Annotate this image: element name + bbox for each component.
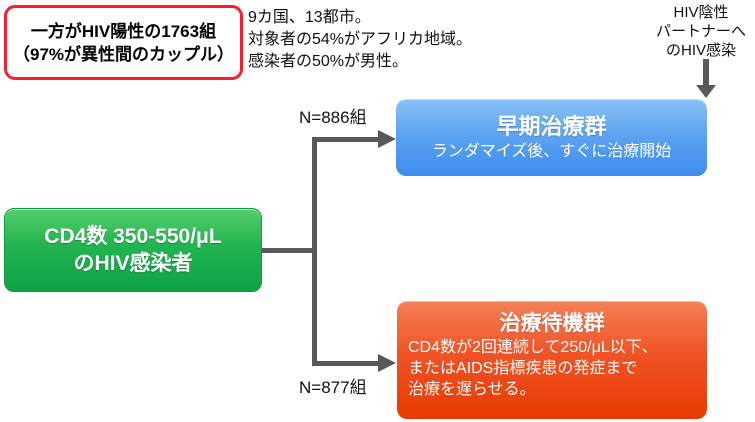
study-note-line2: 対象者の54%がアフリカ地域。 <box>248 31 473 48</box>
connector-deferred-horizontal <box>312 361 380 366</box>
connector-source-horizontal <box>258 248 317 253</box>
down-arrow-icon <box>703 59 709 86</box>
deferred-treatment-body1: CD4数が2回連続して250/μL以下、 <box>408 339 658 356</box>
arrow-right-deferred-icon <box>378 354 396 372</box>
connector-early-horizontal <box>312 137 380 142</box>
source-box-line1: CD4数 350-550/μL <box>44 225 222 248</box>
deferred-treatment-body3: 治療を遅らせる。 <box>408 381 536 398</box>
couples-info-box: 一方がHIV陽性の1763組 （97%が異性間のカップル） <box>4 5 243 80</box>
transmission-label: HIV陰性 パートナーへ のHIV感染 <box>645 3 755 60</box>
source-population-box: CD4数 350-550/μL のHIV感染者 <box>4 208 262 292</box>
source-box-line2: のHIV感染者 <box>73 252 193 275</box>
deferred-treatment-title: 治療待機群 <box>499 312 605 335</box>
early-treatment-subtitle: ランダマイズ後、すぐに治療開始 <box>431 142 672 160</box>
early-treatment-box: 早期治療群 ランダマイズ後、すぐに治療開始 <box>396 99 707 176</box>
deferred-treatment-body2: またはAIDS指標疾患の発症まで <box>408 360 638 377</box>
couples-info-line1: 一方がHIV陽性の1763組 <box>30 21 217 41</box>
couples-info-line2: （97%が異性間のカップル） <box>12 44 235 64</box>
down-arrow-head-icon <box>696 85 716 98</box>
early-treatment-title: 早期治療群 <box>496 113 607 139</box>
study-note-line1: 9カ国、13都市。 <box>248 9 371 26</box>
transmission-line2: パートナーへ <box>655 23 746 40</box>
transmission-line1: HIV陰性 <box>673 4 729 21</box>
transmission-line3: のHIV感染 <box>665 42 736 59</box>
arrow-right-early-icon <box>378 130 396 148</box>
study-note: 9カ国、13都市。 対象者の54%がアフリカ地域。 感染者の50%が男性。 <box>248 7 472 73</box>
n-label-deferred: N=877組 <box>299 378 367 397</box>
deferred-treatment-box: 治療待機群 CD4数が2回連続して250/μL以下、 またはAIDS指標疾患の発… <box>397 301 707 419</box>
n-label-early: N=886組 <box>299 108 367 127</box>
study-note-line3: 感染者の50%が男性。 <box>248 53 409 70</box>
connector-vertical <box>312 137 317 366</box>
